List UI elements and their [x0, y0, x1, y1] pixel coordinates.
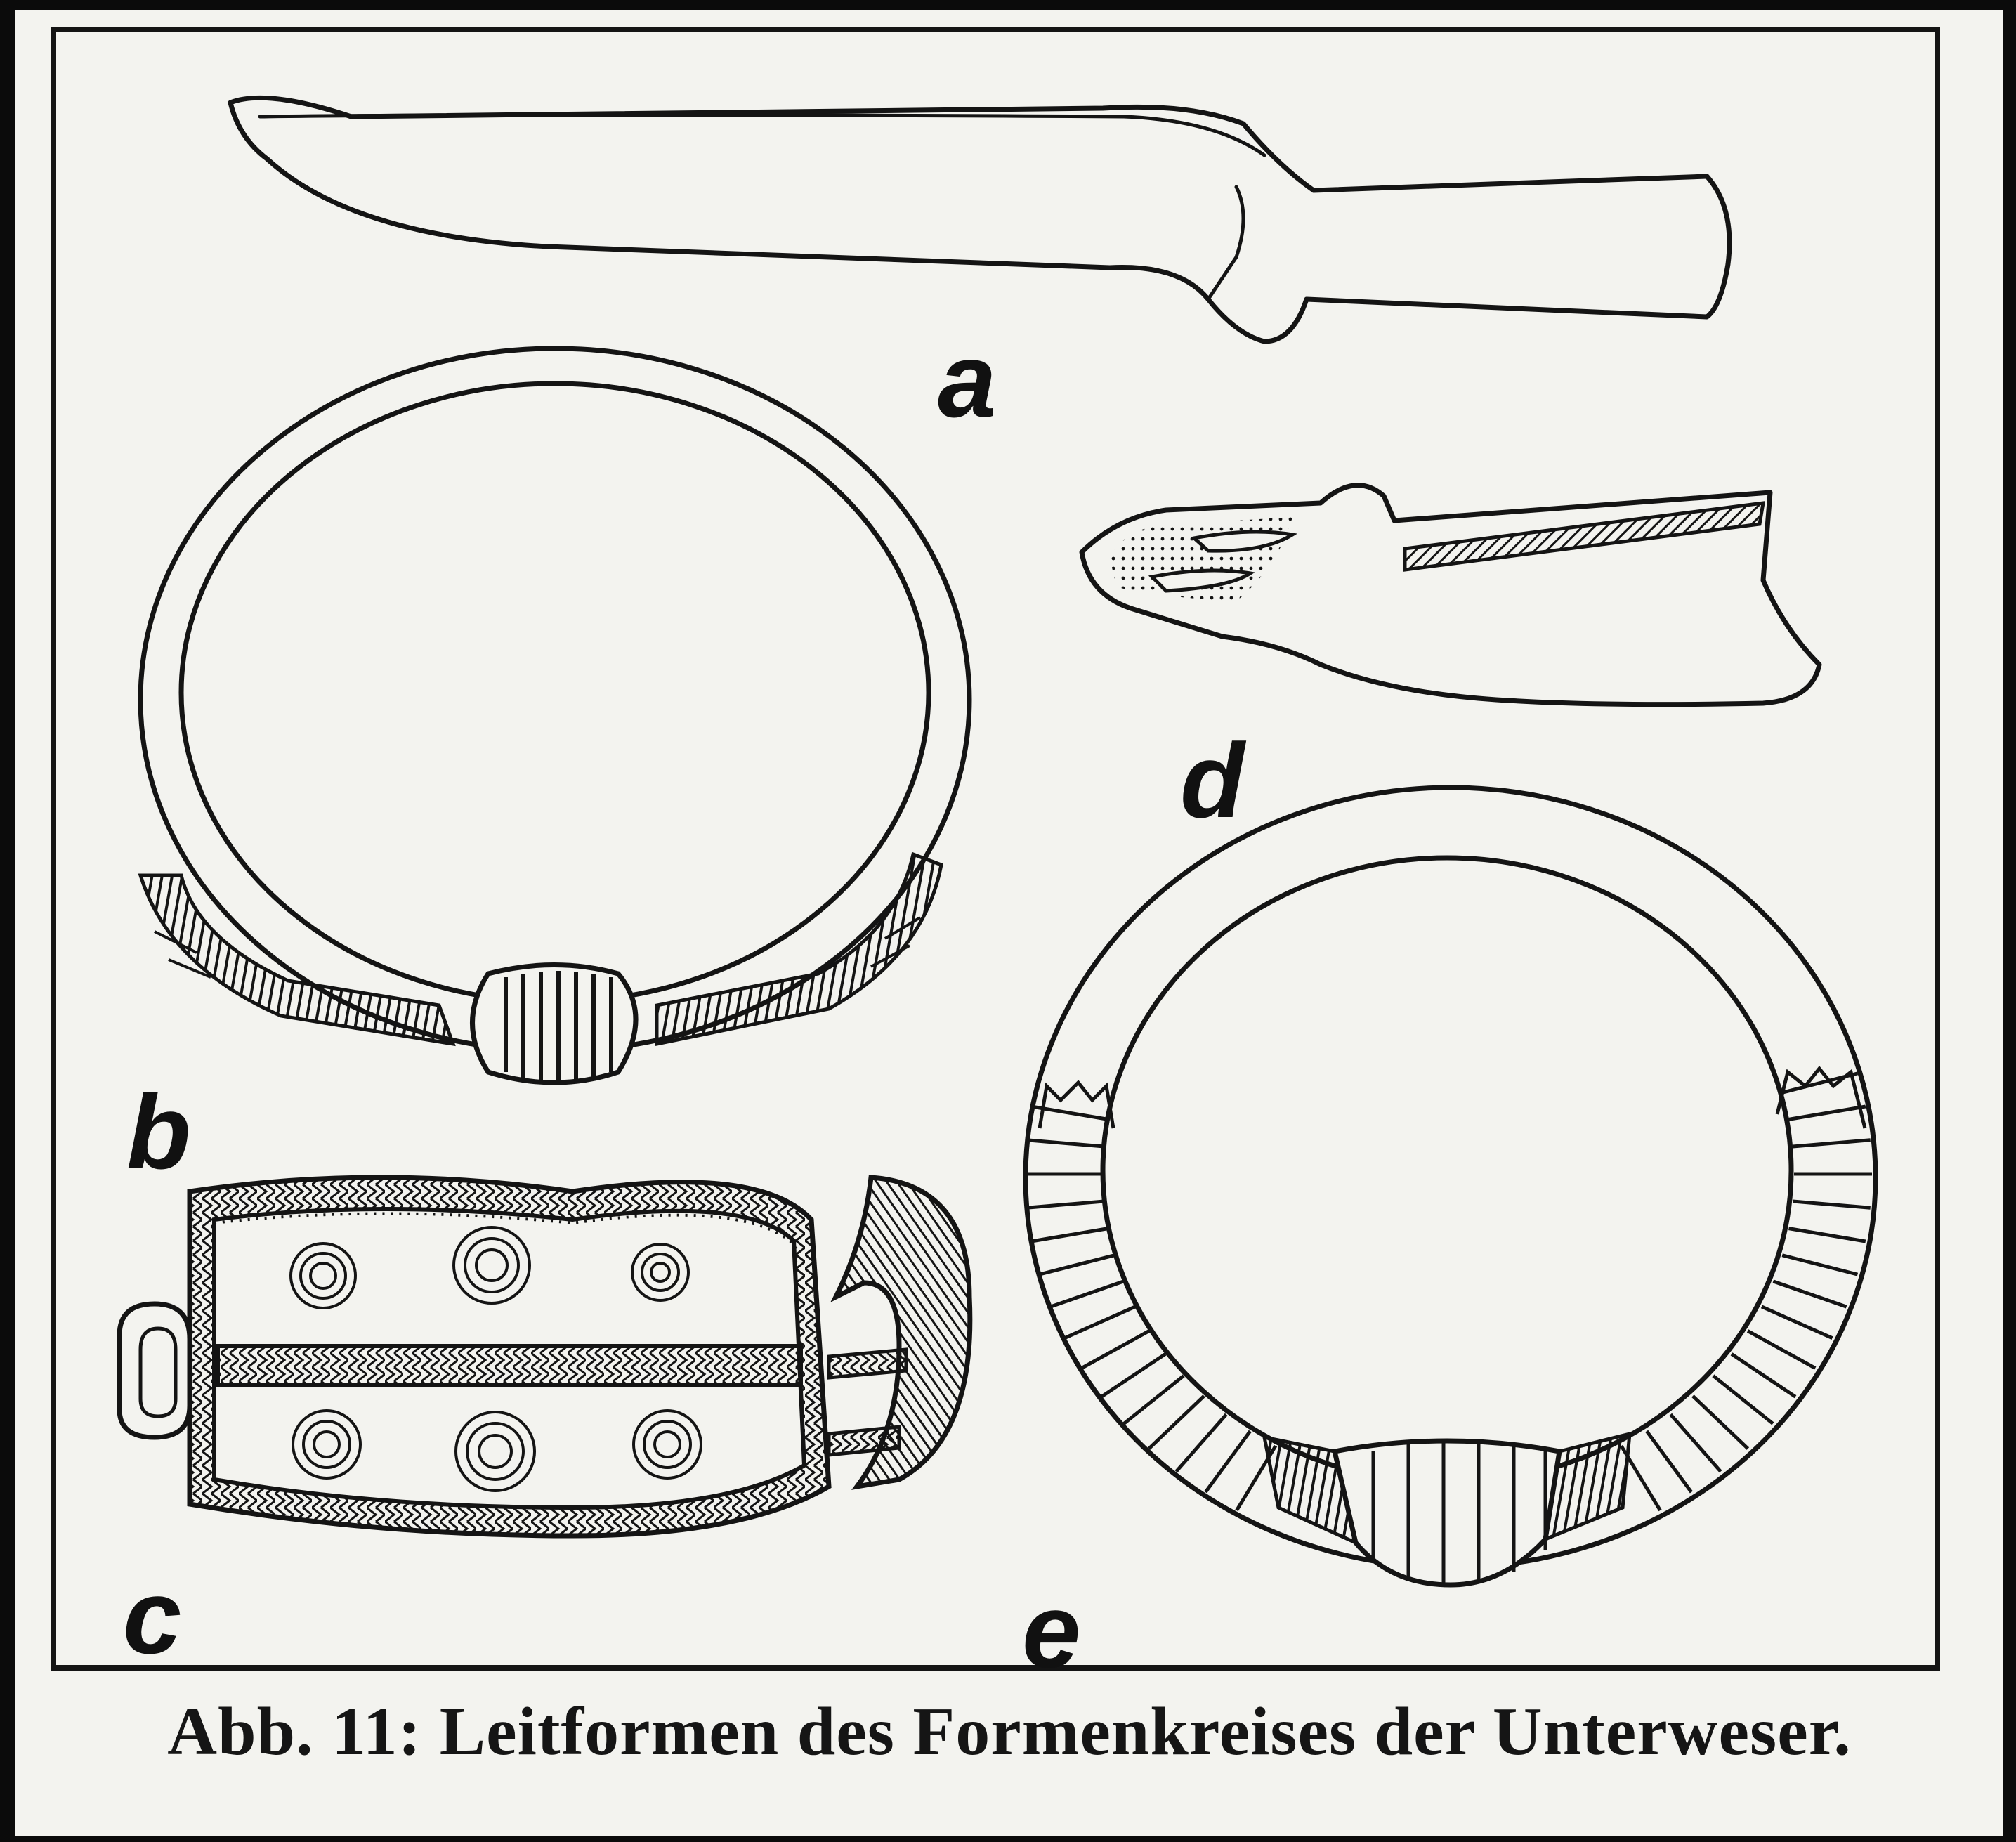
ring-rib [1063, 1305, 1137, 1340]
artifact-b-neck-ring [138, 346, 972, 1085]
artifact-d-fragment [1079, 483, 1822, 707]
ring-rib [1030, 1227, 1108, 1243]
ring-rib [1792, 1199, 1871, 1210]
ring-rib [1174, 1413, 1228, 1473]
ring-rib [1788, 1104, 1866, 1121]
artifact-a-knife [228, 95, 1732, 344]
ring-rib [1788, 1227, 1866, 1243]
lantern-slide: a b c d e Abb. 11: Leitformen des Formen… [15, 10, 2003, 1836]
label-e: e [1022, 1572, 1081, 1690]
ring-rib [1038, 1253, 1115, 1276]
ring-rib [1691, 1394, 1750, 1450]
ring-rib [1080, 1329, 1151, 1370]
figure-caption: Abb. 11: Leitformen des Formenkreises de… [167, 1694, 1852, 1770]
ring-rib [1026, 1199, 1105, 1210]
ring-rib [1781, 1253, 1859, 1276]
ring-rib [1026, 1138, 1105, 1149]
ring-rib [1122, 1374, 1185, 1425]
ring-rib [1730, 1352, 1797, 1399]
ring-rib [1030, 1104, 1108, 1121]
artifact-drawings [117, 95, 1878, 1588]
ring-rib [1746, 1329, 1817, 1370]
label-d: d [1180, 721, 1245, 840]
ring-rib [1792, 1138, 1871, 1149]
figure-plate: a b c d e [51, 27, 1940, 1683]
label-b: b [126, 1073, 191, 1191]
ring-rib [1781, 1071, 1859, 1095]
ring-rib [1147, 1394, 1205, 1450]
ring-rib [1772, 1279, 1847, 1309]
ring-rib [1712, 1374, 1774, 1425]
artifact-c-belt-plate [117, 1175, 973, 1539]
label-c: c [123, 1557, 182, 1676]
artifact-e-ribbed-ring [1023, 785, 1878, 1588]
ring-rib [1049, 1279, 1125, 1309]
label-a: a [938, 321, 997, 439]
ring-rib [1100, 1352, 1167, 1399]
ring-rib [1645, 1430, 1693, 1494]
ring-rib [1204, 1430, 1252, 1494]
ring-rib [1760, 1305, 1833, 1340]
ring-rib [1669, 1413, 1722, 1473]
